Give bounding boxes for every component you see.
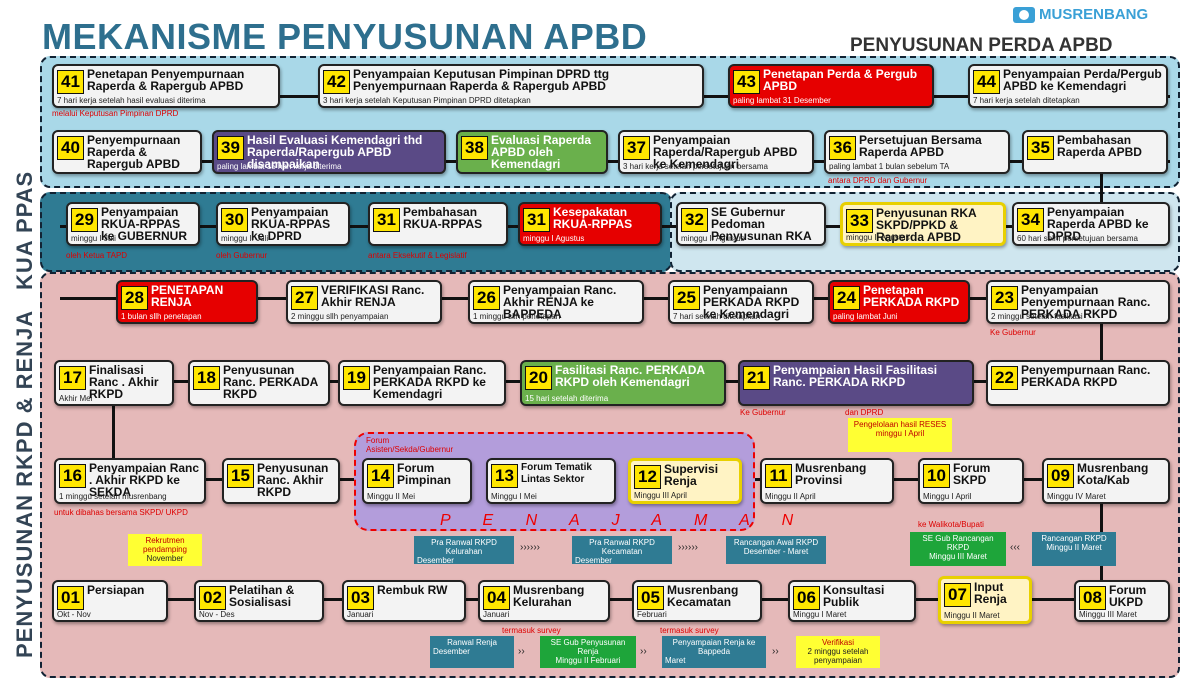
flow-arrow: ›››››› <box>678 542 698 553</box>
step-21-note2: dan DPRD <box>845 408 884 417</box>
step-30-note: oleh Gubernur <box>216 251 268 260</box>
step-23-note: Ke Gubernur <box>990 328 1036 337</box>
step-16-note: untuk dibahas bersama SKPD/ UKPD <box>54 508 188 517</box>
step-29-note: oleh Ketua TAPD <box>66 251 128 260</box>
page-title: MEKANISME PENYUSUNAN APBD <box>42 16 648 57</box>
penajaman-label: P E N A J A M A N <box>440 512 808 529</box>
connector <box>60 160 1170 163</box>
step-36-note: antara DPRD dan Gubernur <box>828 176 928 185</box>
forum-note: Forum Asisten/Sekda/Gubernur <box>366 436 454 454</box>
section-rkpd-label: PENYUSUNAN RKPD & RENJA <box>12 309 37 658</box>
musrenbang-logo-icon <box>1013 7 1035 24</box>
section-kua-label: KUA PPAS <box>12 170 37 290</box>
ke-walikota-note: ke Walikota/Bupati <box>918 520 984 529</box>
step-21-note: Ke Gubernur <box>740 408 786 417</box>
flow-arrow: ›› <box>772 646 779 657</box>
flow-arrow: ›› <box>518 646 525 657</box>
flow-arrow: ›››››› <box>520 542 540 553</box>
flow-arrow: ›› <box>640 646 647 657</box>
musrenbang-logo: MUSRENBANG <box>1012 6 1148 24</box>
connector <box>60 598 1170 601</box>
step-04-note: termasuk survey <box>502 626 561 635</box>
section-perda-title: PENYUSUNAN PERDA APBD <box>850 35 1113 56</box>
flow-arrow: ‹‹‹ <box>1010 542 1020 553</box>
connector <box>1100 297 1103 382</box>
connector <box>112 380 115 480</box>
step-41-note: melalui Keputusan Pimpinan DPRD <box>52 109 179 118</box>
step-31a-note: antara Eksekutif & Legislatif <box>368 251 467 260</box>
connector <box>1100 160 1103 230</box>
step-05-note: termasuk survey <box>660 626 719 635</box>
